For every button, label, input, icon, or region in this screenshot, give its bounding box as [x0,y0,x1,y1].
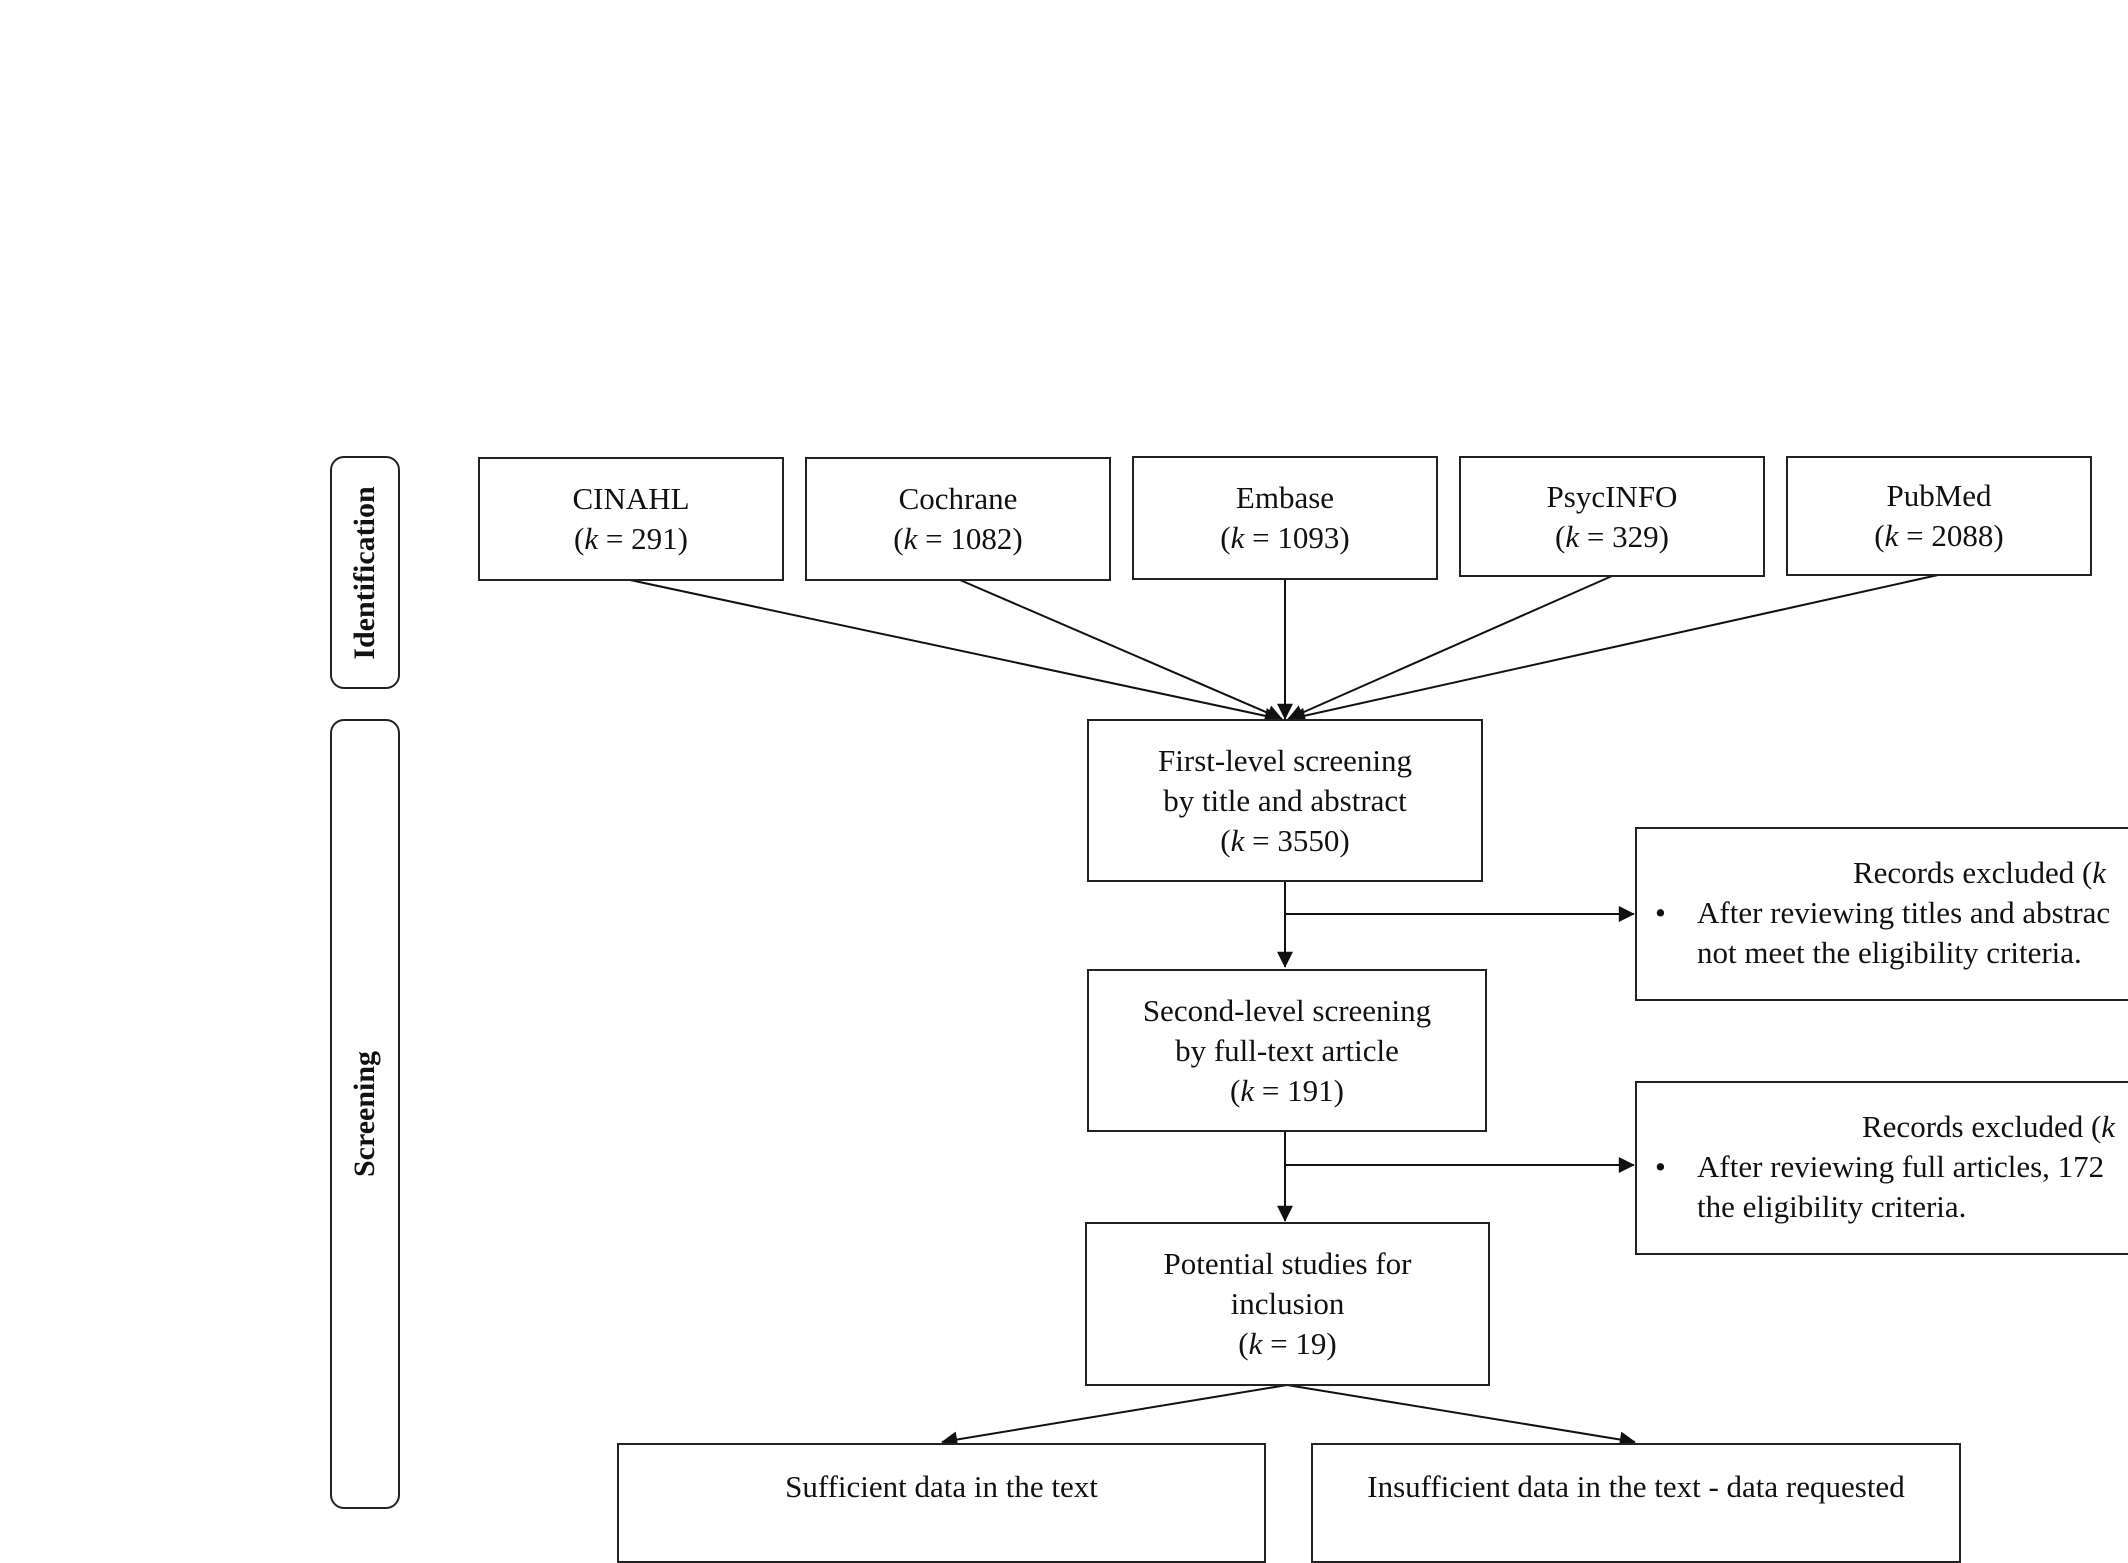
first-level-line1: First-level screening [1158,742,1412,778]
source-box-cinahl: CINAHL (k = 291) [478,457,784,581]
first-level-screening-box: First-level screening by title and abstr… [1087,719,1483,882]
source-count: (k = 2088) [1874,518,2004,553]
exclusion-title: Records excluded (k [1853,855,2107,890]
source-name: PsycINFO [1546,478,1678,514]
potential-count: (k = 19) [1238,1326,1337,1361]
phase-identification: Identification [330,456,400,689]
exclusion-box-full-text: Records excluded (k • After reviewing fu… [1635,1081,2128,1255]
potential-line1: Potential studies for [1163,1246,1412,1281]
phase-screening-label: Screening [348,1050,381,1178]
sufficient-data-box: Sufficient data in the text [617,1443,1266,1563]
source-name: PubMed [1886,478,1992,513]
second-level-line1: Second-level screening [1142,992,1432,1028]
flow-connectors [629,574,1939,1448]
bullet-icon: • [1655,895,1666,930]
potential-line2: inclusion [1230,1286,1345,1321]
source-name: Embase [1235,480,1335,515]
source-count: (k = 1082) [893,521,1023,556]
arrow-potential-to-insufficient [1286,1384,1636,1448]
phase-screening: Screening [330,719,400,1509]
sufficient-data-text: Sufficient data in the text [785,1469,1098,1504]
source-box-embase: Embase (k = 1093) [1132,456,1438,580]
arrow-cinahl-to-first [629,579,1281,724]
source-name: CINAHL [572,481,690,516]
second-level-line2: by full-text article [1175,1032,1399,1068]
source-box-cochrane: Cochrane (k = 1082) [805,457,1111,581]
source-count: (k = 291) [574,521,688,556]
exclusion-box-title-abstract: Records excluded (k • After reviewing ti… [1635,827,2128,1001]
potential-studies-box: Potential studies for inclusion (k = 19) [1085,1222,1490,1386]
arrow-cochrane-to-first [959,579,1283,721]
source-name: Cochrane [898,481,1018,516]
arrow-psycinfo-to-first [1287,575,1613,721]
insufficient-data-box: Insufficient data in the text - data req… [1311,1443,1961,1563]
first-level-count: (k = 3550) [1220,822,1350,858]
bullet-icon: • [1655,1149,1666,1184]
second-level-count: (k = 191) [1230,1072,1344,1108]
source-box-pubmed: PubMed (k = 2088) [1786,456,2092,576]
phase-identification-label: Identification [348,485,381,660]
arrow-pubmed-to-first [1289,574,1939,724]
second-level-screening-box: Second-level screening by full-text arti… [1087,969,1487,1132]
insufficient-data-text: Insufficient data in the text - data req… [1367,1469,1905,1504]
arrow-potential-to-sufficient [941,1384,1288,1448]
source-count: (k = 329) [1555,518,1669,554]
first-level-line2: by title and abstract [1163,782,1407,818]
source-count: (k = 1093) [1220,520,1350,555]
source-box-psycinfo: PsycINFO (k = 329) [1459,456,1765,577]
exclusion-title: Records excluded (k [1862,1109,2116,1144]
